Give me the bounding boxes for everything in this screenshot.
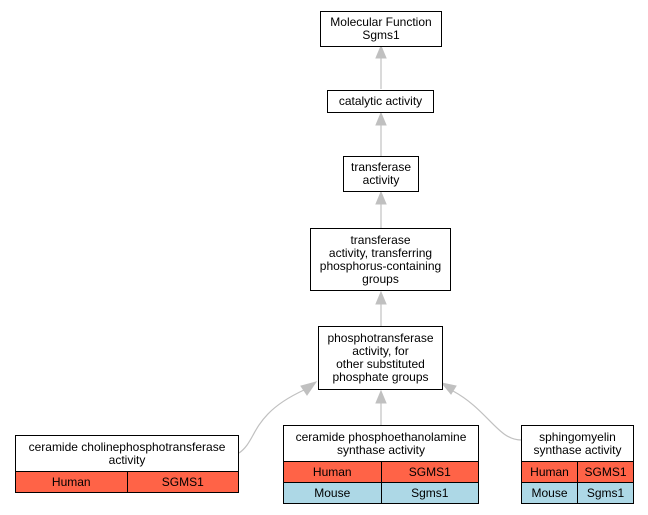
arrowhead-transferase xyxy=(375,190,387,205)
gene-cell: SGMS1 xyxy=(577,462,633,482)
node-phosphotransferase: phosphotransferase activity, for other s… xyxy=(318,326,443,390)
arrowhead-phospho-left xyxy=(300,381,318,396)
node-transferase-phosphorus: transferase activity, transferring phosp… xyxy=(310,228,451,291)
leaf-title: ceramide cholinephosphotransferase activ… xyxy=(16,436,238,472)
gene-cell: SGMS1 xyxy=(380,462,479,482)
node-catalytic-activity: catalytic activity xyxy=(327,90,434,113)
gene-cell: Sgms1 xyxy=(380,483,479,503)
edge-sphingomyelin-to-phospho xyxy=(452,390,522,441)
gene-cell: SGMS1 xyxy=(126,472,239,492)
arrowhead-catalytic xyxy=(375,111,387,126)
arrowhead-phospho-right xyxy=(440,382,457,395)
gene-row-human: Human SGMS1 xyxy=(284,462,478,482)
species-cell: Human xyxy=(312,464,352,479)
species-cell: Human xyxy=(51,474,91,489)
arrowhead-phospho-center xyxy=(375,389,387,404)
gene-row-human: Human SGMS1 xyxy=(16,472,238,492)
species-cell: Mouse xyxy=(314,485,351,500)
species-cell: Mouse xyxy=(531,485,568,500)
gene-cell: Sgms1 xyxy=(577,483,633,503)
gene-row-human: Human SGMS1 xyxy=(522,462,633,482)
gene-row-mouse: Mouse Sgms1 xyxy=(284,482,478,503)
leaf-title: ceramide phosphoethanolamine synthase ac… xyxy=(284,426,478,462)
leaf-sphingomyelin-synthase: sphingomyelin synthase activity Human SG… xyxy=(521,425,634,504)
leaf-ceramide-ethanolamine: ceramide phosphoethanolamine synthase ac… xyxy=(283,425,479,504)
species-cell: Human xyxy=(530,464,569,479)
arrowhead-phosphorus xyxy=(375,290,387,305)
gene-row-mouse: Mouse Sgms1 xyxy=(522,482,633,503)
arrowhead-mf xyxy=(375,44,387,59)
edge-choline-to-phospho xyxy=(238,389,305,454)
node-molecular-function: Molecular Function Sgms1 xyxy=(320,11,442,47)
node-transferase-activity: transferase activity xyxy=(343,156,419,192)
leaf-title: sphingomyelin synthase activity xyxy=(522,426,633,462)
leaf-ceramide-choline: ceramide cholinephosphotransferase activ… xyxy=(15,435,239,493)
